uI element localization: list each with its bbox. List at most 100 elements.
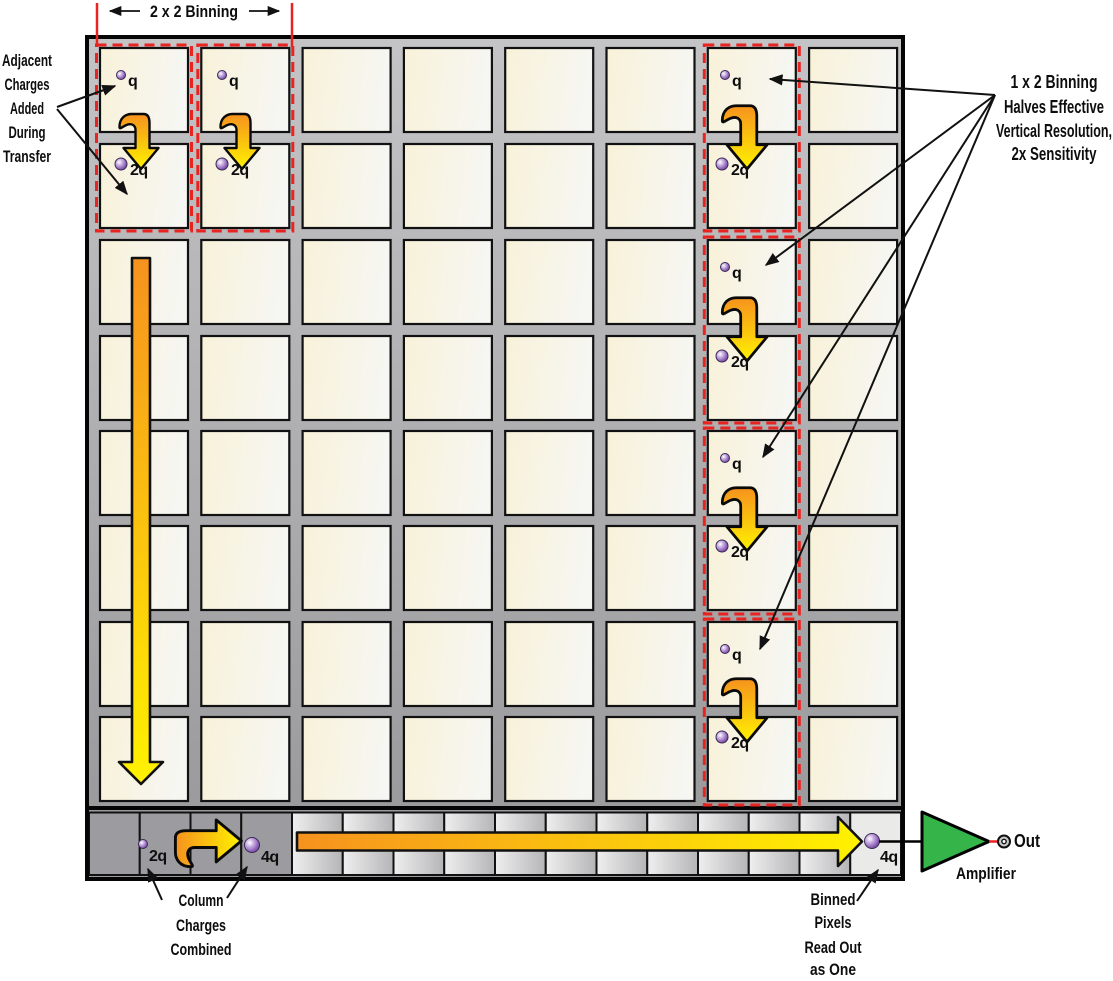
- note-line: Transfer: [3, 147, 51, 166]
- pixel-cell: [402, 715, 493, 803]
- charge-sphere-q: [116, 70, 126, 80]
- pixel-cell: [504, 142, 595, 230]
- charge-sphere-2q: [715, 349, 729, 363]
- note-line: During: [9, 123, 46, 142]
- pixel-cell: [402, 524, 493, 612]
- bin-box-1x2-pair2: [702, 235, 801, 425]
- pixel-cell: [301, 238, 392, 326]
- note-line: Pixels: [815, 913, 852, 932]
- adjacent-charges-note: Adjacent Charges Added During Transfer: [2, 51, 52, 166]
- note-line: Combined: [171, 940, 232, 959]
- pixel-cell-grid: [98, 46, 899, 803]
- bin-box-2x2-col2: [196, 43, 295, 233]
- column-transfer-arrow: [117, 256, 165, 786]
- pixel-cell: [200, 620, 291, 708]
- pixel-cell: [200, 334, 291, 422]
- charge-sphere-2q: [715, 539, 729, 553]
- annotation-arrow-to-readout-4q: [856, 868, 879, 902]
- charge-label: q: [732, 73, 741, 90]
- column-charges-note: Column Charges Combined: [171, 891, 232, 959]
- annotation-arrow-to-pair4: [759, 94, 996, 651]
- pixel-cell: [605, 142, 696, 230]
- pixel-cell: [605, 620, 696, 708]
- charge-label: q: [229, 73, 238, 90]
- note-line: Halves Effective: [1004, 97, 1104, 117]
- charge-label: q: [732, 456, 741, 473]
- pixel-cell: [504, 715, 595, 803]
- pixel-cell: [200, 238, 291, 326]
- charge-sphere-q: [217, 70, 227, 80]
- pixel-cell: [301, 715, 392, 803]
- charge-label: 2q: [231, 162, 249, 179]
- pixel-cell: [200, 715, 291, 803]
- pixel-cell: [402, 142, 493, 230]
- pixel-cell: [807, 46, 899, 134]
- output-terminal-center: [1001, 838, 1007, 845]
- note-line: as One: [810, 960, 856, 979]
- annotation-arrow-to-2q: [56, 108, 128, 196]
- amplifier-triangle-icon: [920, 810, 991, 873]
- charge-label: 2q: [731, 544, 749, 561]
- pixel-cell: [807, 142, 899, 230]
- charge-label: 4q: [261, 849, 279, 866]
- annotation-arrow-to-pair1: [768, 74, 996, 96]
- charge-sphere-q: [720, 453, 730, 463]
- annotation-arrow-to-pair2: [764, 94, 996, 266]
- binned-readout-note: Binned Pixels Read Out as One: [805, 890, 862, 979]
- pixel-cell: [301, 429, 392, 517]
- note-line: Binned: [811, 890, 856, 909]
- note-line: Read Out: [805, 938, 862, 957]
- pixel-cell: [807, 620, 899, 708]
- pixel-cell: [605, 429, 696, 517]
- charge-label: 2q: [149, 848, 167, 865]
- serial-register-outline: [85, 806, 905, 881]
- charge-sphere-q: [720, 70, 730, 80]
- pixel-cell: [402, 238, 493, 326]
- pixel-cell: [504, 429, 595, 517]
- charge-sphere-2q: [715, 157, 729, 171]
- annotation-arrow-to-pair3: [762, 94, 996, 459]
- note-line: Charges: [176, 916, 226, 935]
- bin-box-1x2-pair3: [702, 426, 801, 616]
- pixel-cell: [301, 524, 392, 612]
- bin-box-1x2-pair4: [702, 617, 801, 807]
- top-measure-label: 2 x 2 Binning: [150, 2, 238, 21]
- charge-sphere-2q: [715, 730, 729, 744]
- pixel-cell: [504, 524, 595, 612]
- pixel-cell: [301, 142, 392, 230]
- pixel-cell: [504, 334, 595, 422]
- charge-label: 4q: [880, 849, 898, 866]
- pixel-cell: [301, 620, 392, 708]
- amplifier-label: Amplifier: [956, 864, 1016, 883]
- charge-sphere-2q: [114, 157, 128, 171]
- pixel-cell: [301, 46, 392, 134]
- pixel-cell: [807, 334, 899, 422]
- pixel-cell: [402, 334, 493, 422]
- pixel-cell: [807, 715, 899, 803]
- bin-box-2x2-col1: [95, 43, 193, 233]
- charge-sphere-4q: [244, 837, 260, 853]
- pixel-cell: [807, 238, 899, 326]
- note-line: 1 x 2 Binning: [1011, 72, 1098, 92]
- charge-label: 2q: [130, 162, 148, 179]
- pixel-cell: [200, 524, 291, 612]
- charge-label: q: [732, 647, 741, 664]
- pixel-cell: [301, 334, 392, 422]
- annotation-arrow-to-register-4q: [226, 865, 248, 899]
- pixel-cell: [200, 429, 291, 517]
- pixel-cell: [402, 620, 493, 708]
- note-line: Added: [10, 99, 44, 118]
- charge-label: q: [128, 73, 137, 90]
- pixel-cell: [605, 46, 696, 134]
- charge-sphere-4q: [864, 833, 880, 849]
- pixel-cell: [807, 524, 899, 612]
- one-by-two-binning-note: 1 x 2 Binning Halves Effective Vertical …: [996, 72, 1112, 164]
- charge-label: 2q: [731, 354, 749, 371]
- pixel-cell: [504, 620, 595, 708]
- charge-label: 2q: [731, 162, 749, 179]
- charge-sphere-q: [720, 644, 730, 654]
- bin-box-1x2-pair1: [702, 43, 801, 233]
- annotation-arrow-to-register-2q: [147, 867, 163, 901]
